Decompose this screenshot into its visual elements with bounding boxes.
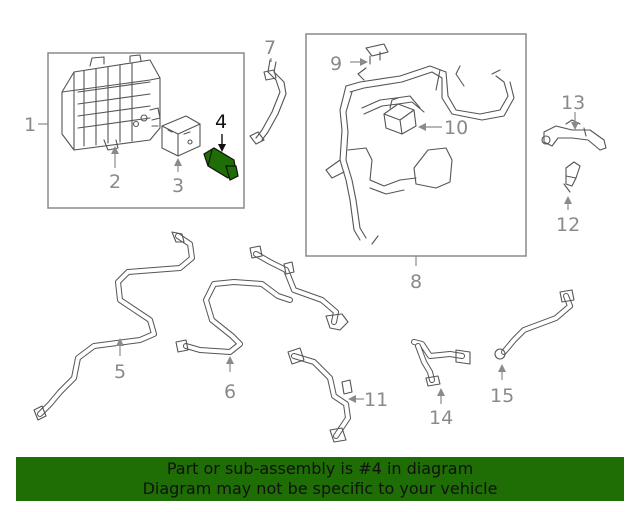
part-7-hose[interactable] [249, 59, 287, 145]
part-15-hose[interactable] [494, 289, 575, 360]
part-2-vapor-canister[interactable] [61, 54, 161, 151]
part-10-sensor[interactable] [383, 97, 417, 135]
callout-15: 15 [490, 385, 514, 407]
part-11-hose[interactable] [287, 347, 353, 443]
part-4-valve-highlighted[interactable] [203, 147, 239, 181]
callout-4: 4 [215, 111, 227, 133]
part-5-fuel-vapor-line[interactable] [33, 231, 195, 421]
part-8-wiring-harness[interactable] [325, 65, 515, 245]
callout-8: 8 [410, 271, 422, 293]
part-9-clip[interactable] [365, 43, 389, 65]
banner-line-part: Part or sub-assembly is #4 in diagram [166, 459, 474, 478]
part-12-sensor[interactable] [563, 161, 581, 193]
banner-line-disclaimer: Diagram may not be specific to your vehi… [142, 479, 498, 498]
callout-1: 1 [24, 114, 36, 136]
callout-9: 9 [330, 53, 342, 75]
callout-13: 13 [561, 92, 585, 114]
callout-11: 11 [364, 389, 388, 411]
callout-5: 5 [114, 361, 126, 383]
callout-12: 12 [556, 214, 580, 236]
callout-6: 6 [224, 381, 236, 403]
info-banner: Part or sub-assembly is #4 in diagram Di… [16, 457, 624, 501]
callout-7: 7 [264, 37, 276, 59]
callout-3: 3 [172, 175, 184, 197]
callout-10: 10 [444, 117, 468, 139]
part-6-vapor-line[interactable] [175, 245, 349, 355]
part-3-filter[interactable] [161, 115, 201, 157]
part-14-sensor-lead[interactable] [411, 339, 471, 387]
callout-14: 14 [429, 407, 453, 429]
canister-group-box [47, 52, 245, 209]
callout-2: 2 [109, 171, 121, 193]
